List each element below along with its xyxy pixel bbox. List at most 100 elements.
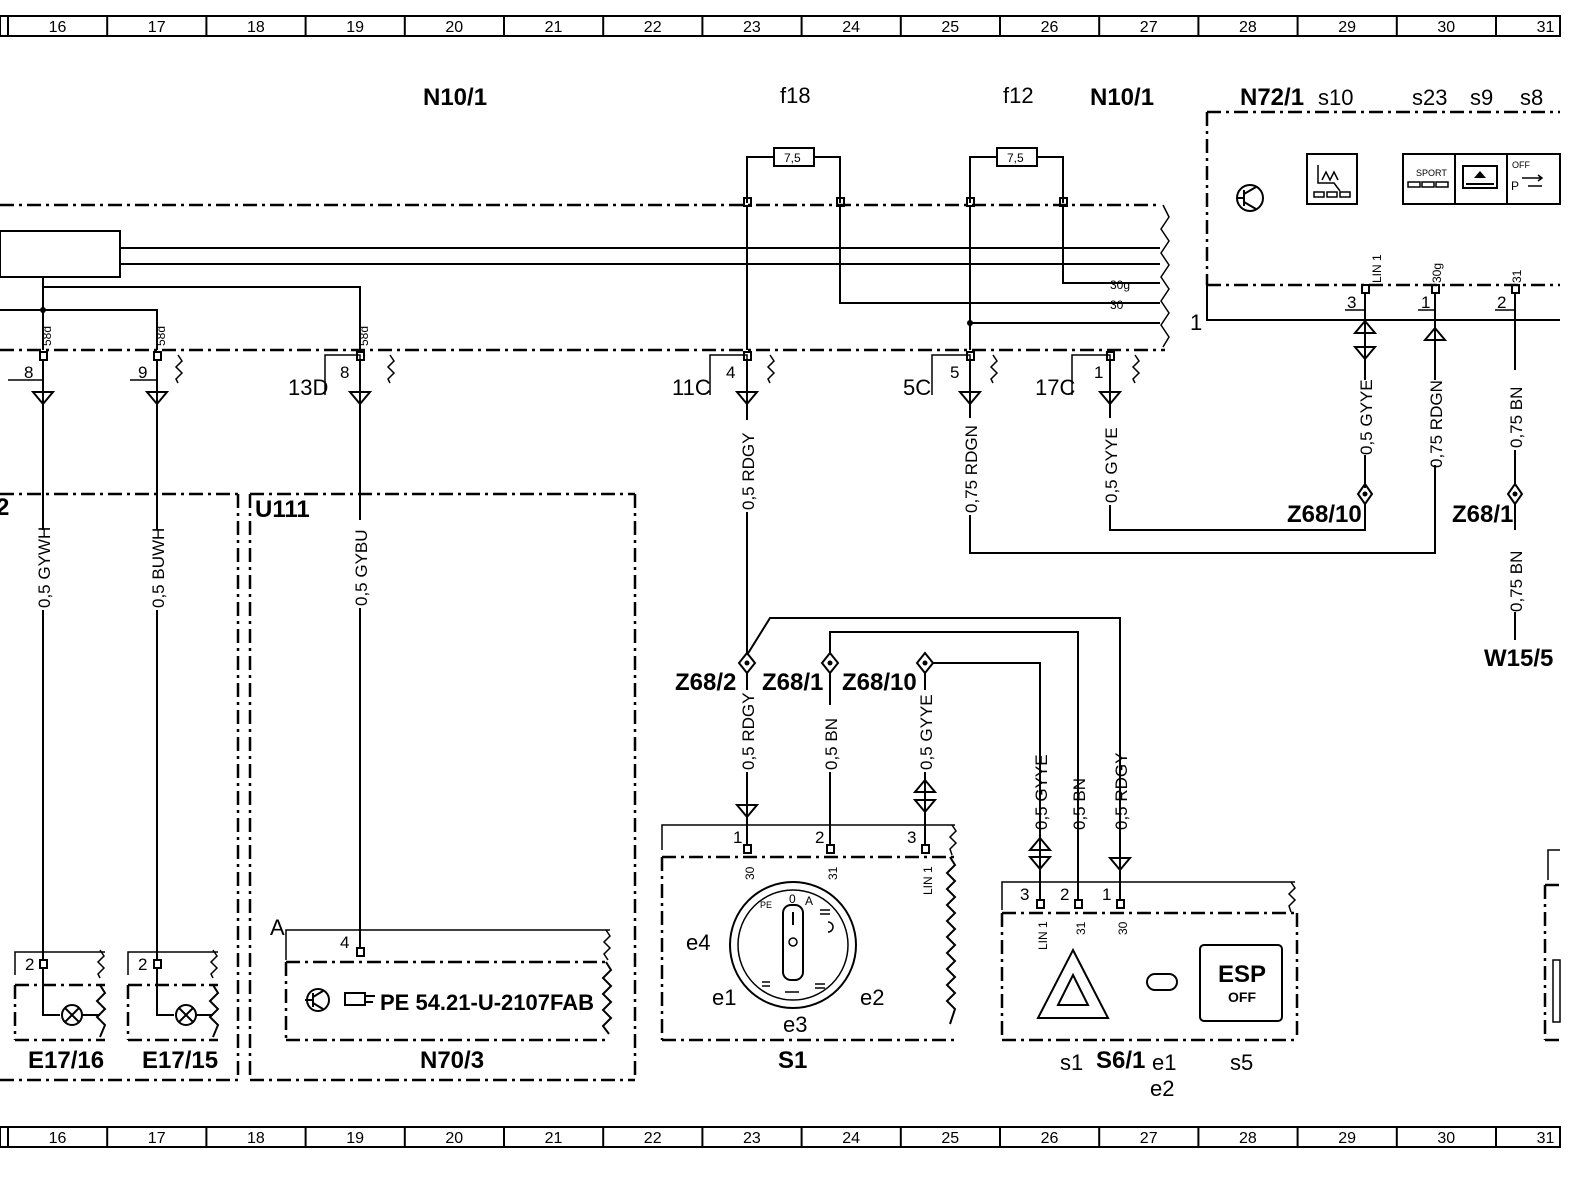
n70-pin4: 4	[340, 933, 349, 952]
f12-label: f12	[1003, 83, 1034, 108]
esp-off-button: ESP OFF	[1199, 944, 1283, 1022]
wire-gyye-n72: 0,5 GYYE	[1357, 379, 1376, 455]
z68-10-top-label: Z68/10	[1287, 501, 1362, 528]
grid-column-label: 21	[545, 1130, 563, 1147]
rear-shade-button-icon	[1454, 153, 1508, 205]
wire-gyye-top: 0,5 GYYE	[1102, 427, 1121, 503]
s6-e1: e1	[1152, 1050, 1176, 1075]
pin-4: 4	[726, 363, 735, 382]
lamp1-pin2: 2	[25, 955, 34, 974]
parktronic-p-glyph: P	[1511, 179, 1519, 193]
rotary-light-switch-icon: 0 A PE	[729, 881, 857, 1009]
pin-8a: 8	[24, 363, 33, 382]
s1-e3: e3	[783, 1012, 807, 1037]
grid-column-label: 21	[545, 19, 563, 36]
grid-column-label: 18	[247, 1130, 265, 1147]
wire-rdgn-n72: 0,75 RDGN	[1427, 380, 1446, 468]
s1-arrows	[734, 778, 938, 819]
grid-column-label: 19	[346, 19, 364, 36]
grid-column-label: 22	[644, 1130, 662, 1147]
wires-n10	[42, 404, 1436, 960]
sport-button: SPORT	[1402, 153, 1456, 205]
z68-1-label: Z68/1	[762, 669, 823, 696]
z68-10-label: Z68/10	[842, 669, 917, 696]
s6-s1: s1	[1060, 1050, 1083, 1075]
e17-15-label: E17/15	[142, 1047, 218, 1074]
wire-bn-n72: 0,75 BN	[1507, 387, 1526, 448]
grid-column-label: 16	[49, 1130, 67, 1147]
grid-column-label: 24	[842, 19, 860, 36]
s6-1-module: 3 2 1 LIN 1 31 30 ESP OFF s1 S6/1 e1 e2 …	[1000, 745, 1299, 1101]
wire-bn-s1: 0,5 BN	[822, 718, 841, 770]
conn-5c: 5C	[903, 375, 931, 400]
u111-enclosure: U111	[248, 492, 637, 1082]
s23-label: s23	[1412, 85, 1447, 110]
pin-8b: 8	[340, 363, 349, 382]
grid-column-label: 18	[247, 19, 265, 36]
n70-3-label: N70/3	[420, 1047, 484, 1074]
parktronic-off-label: OFF	[1512, 160, 1530, 170]
pos-a: A	[805, 894, 813, 908]
grid-column-label: 17	[148, 1130, 166, 1147]
grid-column-label: 22	[644, 19, 662, 36]
right-edge-fragment	[1543, 849, 1561, 1042]
grid-column-label: 27	[1140, 1130, 1158, 1147]
grid-column-label: 26	[1041, 1130, 1059, 1147]
grid-column-label: 16	[49, 19, 67, 36]
grid-column-label: 30	[1437, 1130, 1455, 1147]
s1-e2: e2	[860, 985, 884, 1010]
n72-lin1: LIN 1	[1370, 254, 1384, 283]
pos-pe: PE	[760, 900, 772, 910]
grid-column-label: 20	[445, 19, 463, 36]
s1-30: 30	[743, 866, 757, 880]
grid-column-label: 25	[941, 1130, 959, 1147]
left-enclosure: 2	[0, 492, 240, 1082]
n72-pin-1: 1	[1421, 293, 1430, 312]
wire-gyye-s1: 0,5 GYYE	[917, 694, 936, 770]
fuse-f18-rating: 7,5	[784, 151, 801, 165]
u111-label: U111	[255, 496, 310, 523]
conn-11c: 11C	[672, 375, 711, 400]
wire-gybu: 0,5 GYBU	[352, 529, 371, 606]
s6-e2: e2	[1150, 1076, 1174, 1101]
s6-lin1: LIN 1	[1036, 921, 1050, 950]
s10-label: s10	[1318, 85, 1353, 110]
s1-e1: e1	[712, 985, 736, 1010]
wire-rdgy-top: 0,5 RDGY	[739, 433, 758, 510]
w15-5-label: W15/5	[1484, 645, 1553, 672]
wire-gywh: 0,5 GYWH	[35, 527, 54, 608]
s1-31: 31	[826, 866, 840, 880]
wire-gyye-s6: 0,5 GYYE	[1032, 754, 1051, 830]
s1-light-switch: 1 2 3 30 31 LIN 1 0 A PE e4 e1 e3 e2 S1	[660, 817, 958, 1074]
n72-1-module: 1 SPORT	[1190, 110, 1561, 335]
s1-pin2: 2	[815, 828, 824, 847]
n72-1-label: N72/1	[1240, 84, 1304, 111]
n10-1-module: 30g 30 58d 58d 58d	[0, 197, 1170, 352]
s6-pin3: 3	[1020, 885, 1029, 904]
hazard-warning-icon	[1036, 947, 1110, 1019]
parktronic-off-button-icon: OFF P	[1506, 153, 1561, 205]
s6-30: 30	[1116, 921, 1130, 935]
grid-column-label: 26	[1041, 19, 1059, 36]
s1-label: S1	[778, 1047, 807, 1074]
s1-lin1: LIN 1	[921, 866, 935, 895]
f18-label: f18	[780, 83, 811, 108]
grid-column-label: 31	[1537, 19, 1555, 36]
s6-s5: s5	[1230, 1050, 1253, 1075]
z68-junctions: Z68/2 Z68/1 Z68/10	[675, 617, 1121, 845]
s9-label: s9	[1470, 85, 1493, 110]
wire-bn-w15: 0,75 BN	[1507, 551, 1526, 612]
connector-arrows-row1	[30, 360, 1123, 406]
grid-column-label: 29	[1338, 19, 1356, 36]
grid-column-label: 23	[743, 1130, 761, 1147]
s1-pin3: 3	[907, 828, 916, 847]
wire-rdgn-top: 0,75 RDGN	[962, 425, 981, 513]
n10-1-right-label: N10/1	[1090, 84, 1154, 111]
a-label: A	[270, 915, 285, 940]
grid-column-label: 29	[1338, 1130, 1356, 1147]
grid-column-label: 28	[1239, 19, 1257, 36]
wire-rdgy-s6: 0,5 RDGY	[1112, 753, 1131, 830]
wires-n72	[1352, 293, 1524, 640]
cut-label: 2	[0, 494, 9, 521]
